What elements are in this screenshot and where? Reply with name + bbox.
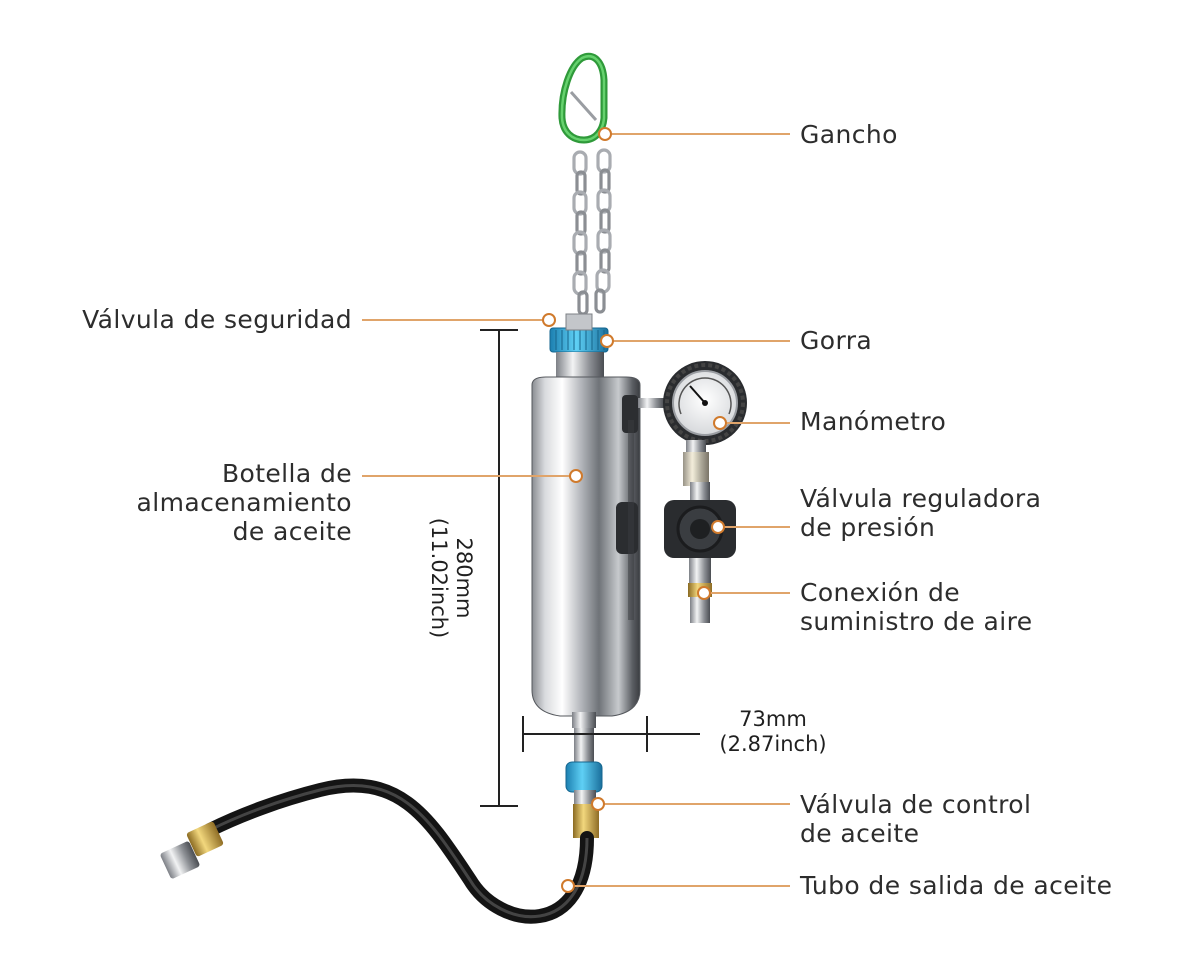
label-gauge: Manómetro bbox=[800, 407, 947, 436]
oil-control-valve bbox=[565, 728, 603, 838]
label-safety-valve: Válvula de seguridad bbox=[82, 305, 352, 334]
label-oil-valve: Válvula de control de aceite bbox=[800, 790, 1032, 848]
label-regulator: Válvula reguladora de presión bbox=[800, 484, 1042, 542]
oil-bottle bbox=[531, 376, 664, 728]
chain bbox=[572, 148, 612, 316]
width-dimension-line bbox=[522, 716, 700, 752]
marker-oil-valve bbox=[591, 797, 605, 811]
dimension-width-text: 73mm (2.87inch) bbox=[719, 707, 827, 756]
label-outlet-tube: Tubo de salida de aceite bbox=[800, 871, 1113, 900]
height-dimension-line bbox=[480, 329, 518, 807]
leader-lines bbox=[362, 133, 790, 887]
label-hook: Gancho bbox=[800, 120, 898, 149]
cap bbox=[549, 313, 609, 382]
marker-regulator bbox=[711, 520, 725, 534]
label-cap: Gorra bbox=[800, 326, 873, 355]
label-air-connection: Conexión de suministro de aire bbox=[800, 578, 1033, 636]
marker-dots bbox=[542, 127, 727, 893]
marker-air bbox=[697, 586, 711, 600]
marker-hook bbox=[598, 127, 612, 141]
carabiner-hook bbox=[558, 52, 608, 144]
dimension-height-text: 280mm (11.02inch) bbox=[427, 517, 476, 639]
marker-tube bbox=[561, 879, 575, 893]
oil-outlet-hose bbox=[160, 778, 594, 924]
marker-safety-valve bbox=[542, 313, 556, 327]
marker-cap bbox=[600, 334, 614, 348]
marker-bottle bbox=[569, 469, 583, 483]
label-bottle: Botella de almacenamiento de aceite bbox=[136, 459, 352, 546]
pressure-regulator bbox=[664, 482, 736, 584]
marker-gauge bbox=[713, 416, 727, 430]
